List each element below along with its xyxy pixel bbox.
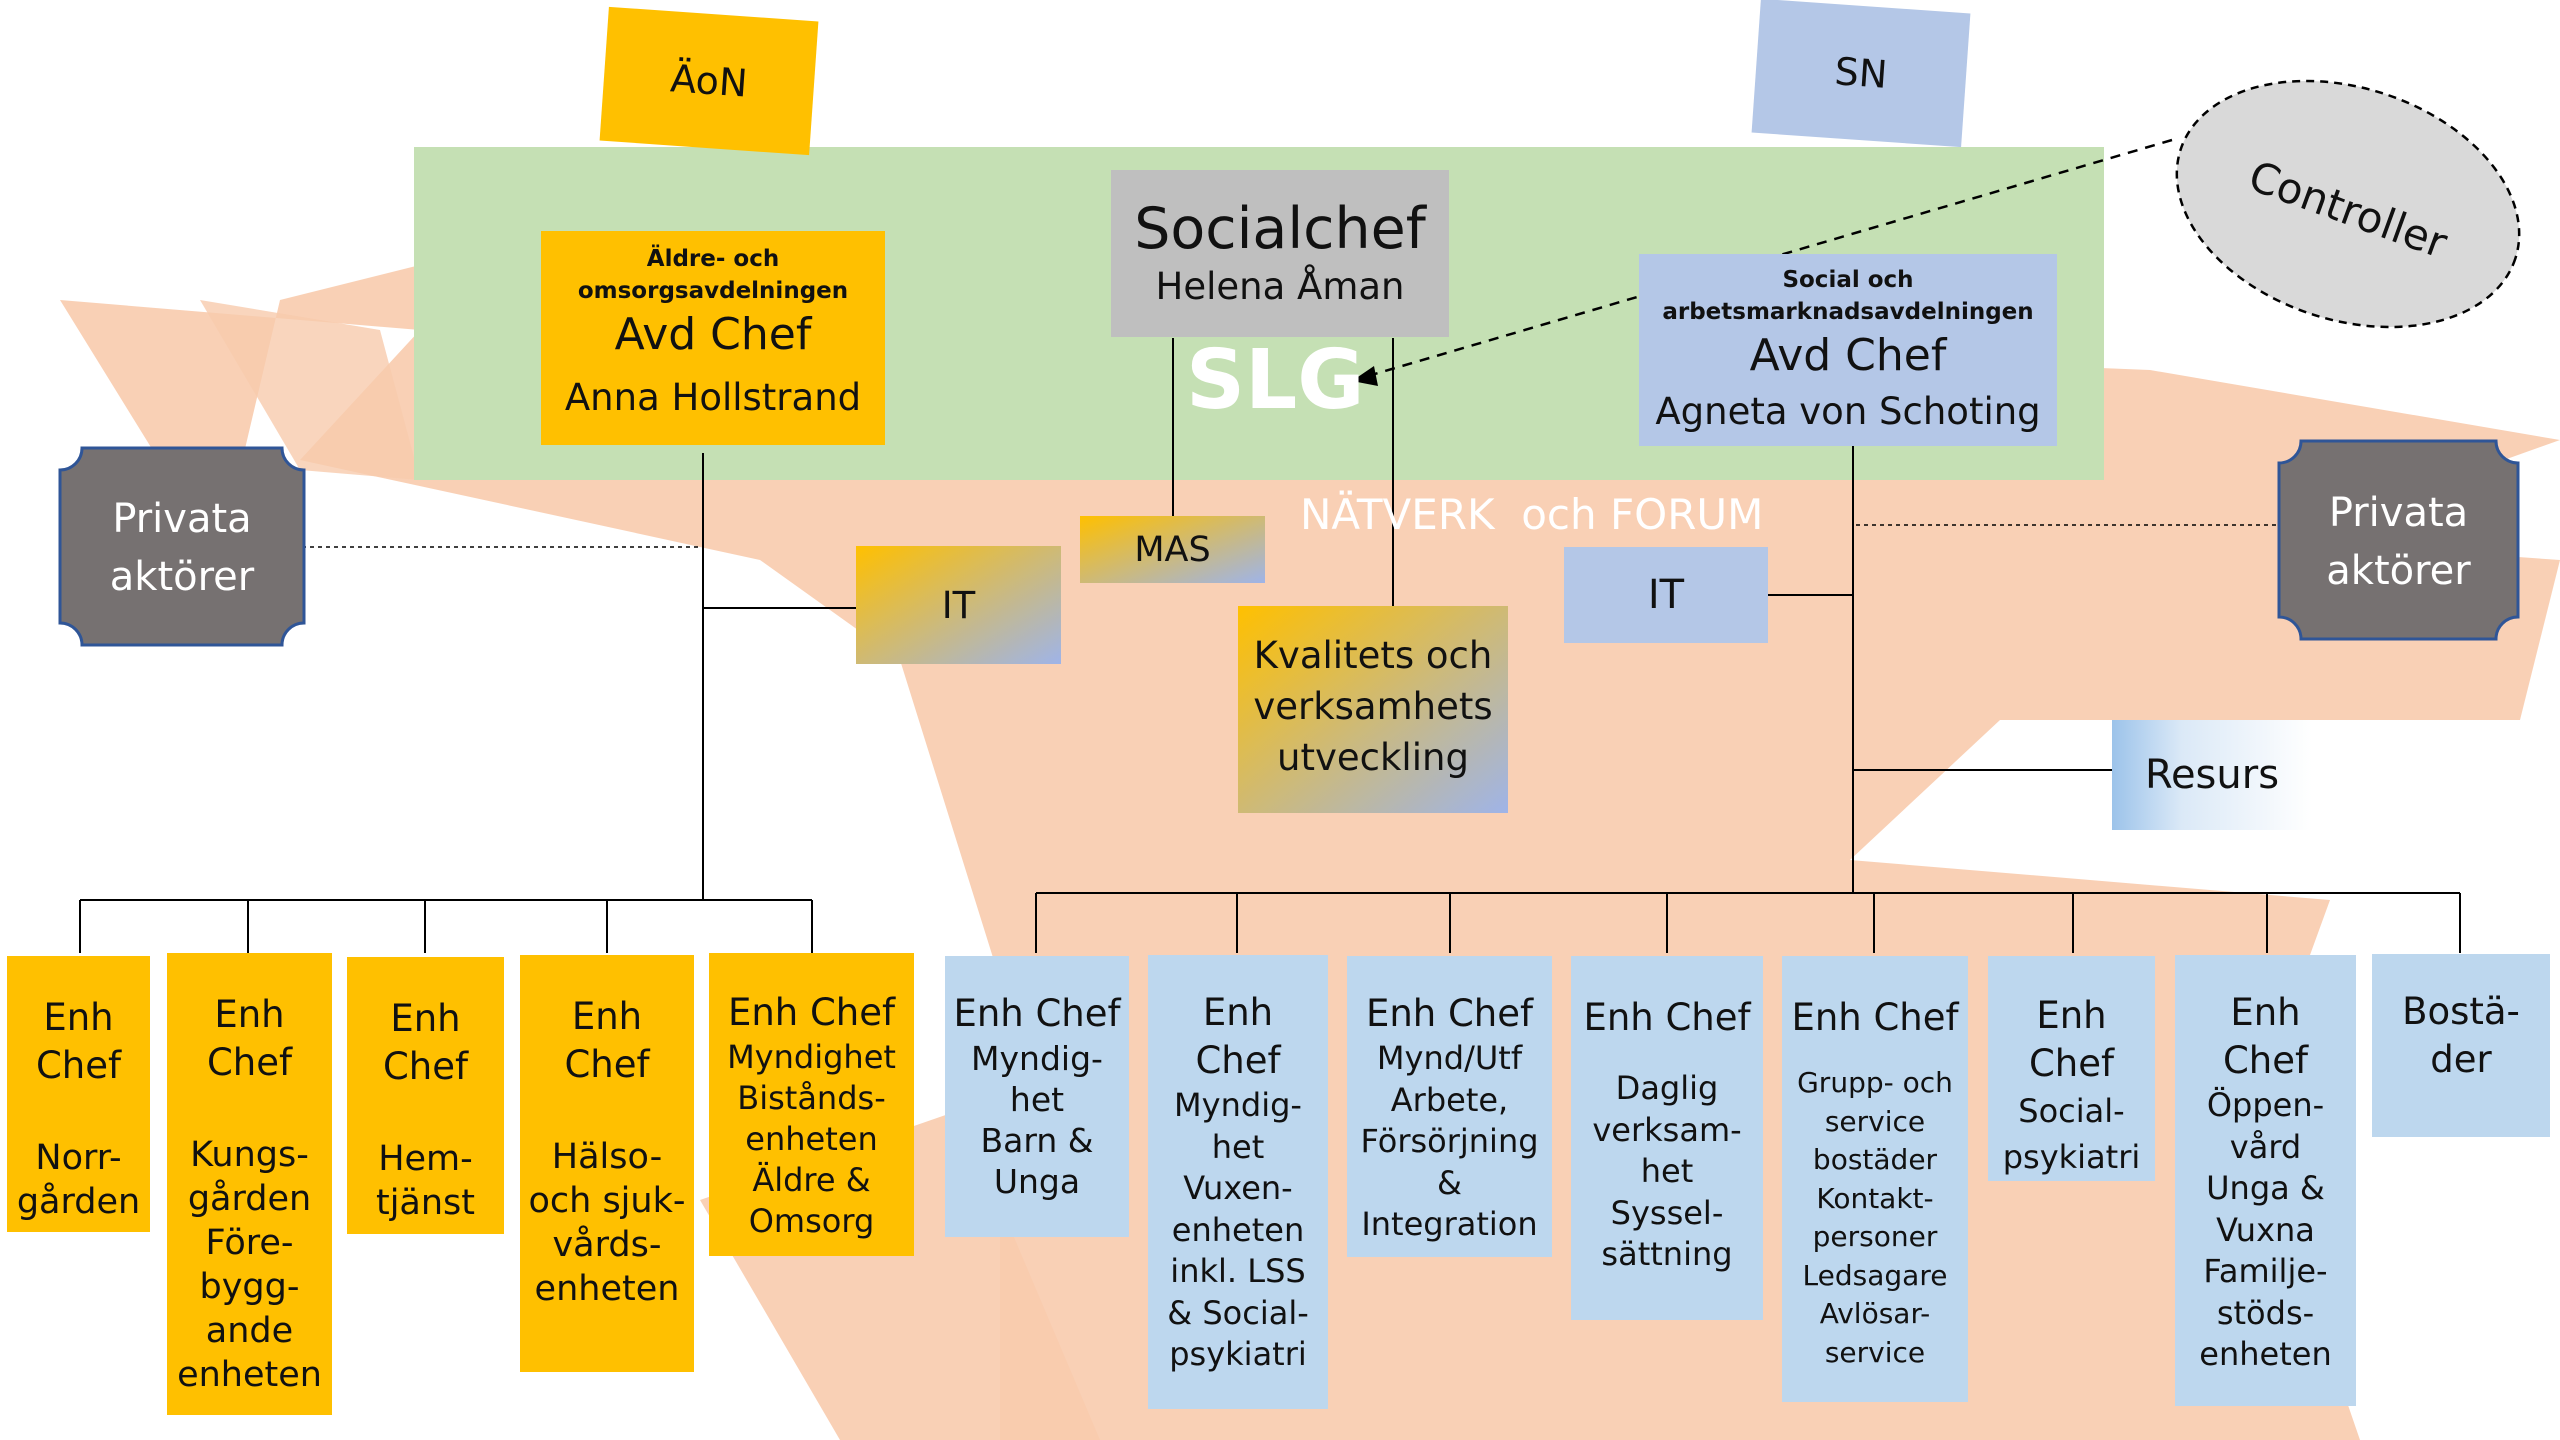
unit-body: Grupp- och service bostäder Kontakt- per… bbox=[1797, 1066, 1953, 1369]
unit-box-arbete-forsorjning: Enh Chef Mynd/Utf Arbete, Försörjning & … bbox=[1347, 956, 1552, 1257]
unit-box-vuxenenheten: Enh Chef Myndig- het Vuxen- enheten inkl… bbox=[1148, 955, 1328, 1409]
quality-fill bbox=[1238, 606, 1508, 813]
mas-box: MAS bbox=[1134, 529, 1211, 570]
left-department-role: Avd Chef bbox=[614, 309, 812, 360]
unit-head: Enh Chef bbox=[2222, 991, 2309, 1082]
unit-head: Enh Chef bbox=[2028, 994, 2115, 1085]
left-department-name: Äldre- och omsorgsavdelningen bbox=[577, 246, 849, 304]
unit-head: Enh Chef bbox=[727, 991, 896, 1034]
unit-body: Mynd/Utf Arbete, Försörjning & Integrati… bbox=[1360, 1039, 1539, 1243]
unit-box-myndighet-aldre: Enh Chef Myndighet Bistånds- enheten Äld… bbox=[709, 953, 914, 1256]
unit-body: Social- psykiatri bbox=[2002, 1092, 2141, 1176]
right-department-head-name: Agneta von Schoting bbox=[1655, 390, 2041, 433]
unit-head: Enh Chef bbox=[1365, 992, 1534, 1035]
social-chief-title: Socialchef bbox=[1134, 195, 1426, 262]
unit-head: Enh Chef bbox=[1791, 996, 1959, 1039]
unit-box-daglig-verksamhet: Enh Chef Daglig verksam- het Syssel- sät… bbox=[1571, 956, 1763, 1320]
unit-box-bostader: Bostä- der bbox=[2372, 954, 2550, 1137]
aon-label: ÄoN bbox=[599, 6, 819, 156]
slg-label: SLG bbox=[1186, 333, 1365, 428]
resurs-fill bbox=[2112, 720, 2312, 830]
private-right-plaque bbox=[2277, 439, 2520, 641]
unit-body: Norr- gården bbox=[16, 1138, 141, 1222]
unit-body: Öppen- vård Unga & Vuxna Familje- stöds-… bbox=[2199, 1086, 2332, 1373]
unit-head: Enh Chef bbox=[1195, 991, 1281, 1082]
unit-head: Enh Chef bbox=[1583, 996, 1751, 1039]
unit-body: Myndig- het Barn & Unga bbox=[971, 1039, 1103, 1201]
private-left-plaque bbox=[58, 446, 306, 647]
resurs-box: Resurs bbox=[2144, 752, 2280, 798]
private-left-label: Privata aktörer bbox=[109, 496, 255, 600]
mas-fill bbox=[1080, 516, 1265, 583]
unit-box-hemtjanst: Enh Chef Hem- tjänst bbox=[347, 957, 504, 1234]
left-department-head-name: Anna Hollstrand bbox=[564, 376, 862, 419]
unit-head: Enh Chef bbox=[35, 996, 122, 1087]
it-right-box: IT bbox=[1564, 547, 1768, 643]
left-department-box: Äldre- och omsorgsavdelningen Avd Chef A… bbox=[541, 231, 885, 445]
quality-box: Kvalitets och verksamhets utveckling bbox=[1253, 634, 1493, 779]
unit-box-gruppbostader: Enh Chef Grupp- och service bostäder Kon… bbox=[1782, 956, 1968, 1402]
unit-box-kungsgarden: Enh Chef Kungs- gården Före- bygg- ande … bbox=[167, 953, 332, 1415]
unit-body: Kungs- gården Före- bygg- ande enheten bbox=[177, 1135, 322, 1395]
it-left-box: IT bbox=[941, 583, 976, 627]
unit-head: Enh Chef bbox=[206, 993, 293, 1084]
unit-head: Enh Chef bbox=[564, 995, 650, 1086]
social-chief-name: Helena Åman bbox=[1155, 264, 1405, 308]
unit-box-socialpsykiatri: Enh Chef Social- psykiatri bbox=[1988, 956, 2155, 1181]
unit-box-halso-sjukvard: Enh Chef Hälso- och sjuk- vårds- enheten bbox=[520, 955, 694, 1372]
controller-arrow-head bbox=[1352, 366, 1378, 386]
unit-head: Enh Chef bbox=[382, 997, 469, 1088]
social-chief-box: Socialchef Helena Åman bbox=[1111, 170, 1449, 337]
unit-body: Myndighet Bistånds- enheten Äldre & Omso… bbox=[727, 1038, 896, 1240]
unit-head: Bostä- der bbox=[2402, 990, 2520, 1081]
controller-ellipse bbox=[2175, 79, 2521, 329]
right-department-role: Avd Chef bbox=[1749, 330, 1947, 381]
unit-body: Hälso- och sjuk- vårds- enheten bbox=[528, 1137, 686, 1309]
sn-label: SN bbox=[1751, 0, 1971, 148]
it-left-fill bbox=[856, 546, 1061, 664]
unit-body: Myndig- het Vuxen- enheten inkl. LSS & S… bbox=[1167, 1086, 1309, 1373]
network-label: NÄTVERK och FORUM bbox=[1300, 490, 1764, 539]
unit-box-barn-unga: Enh Chef Myndig- het Barn & Unga bbox=[945, 956, 1129, 1237]
unit-head: Enh Chef bbox=[953, 992, 1121, 1035]
right-department-name: Social och arbetsmarknadsavdelningen bbox=[1662, 267, 2034, 325]
right-department-box: Social och arbetsmarknadsavdelningen Avd… bbox=[1639, 254, 2057, 446]
unit-body: Hem- tjänst bbox=[375, 1139, 476, 1223]
private-right-label: Privata aktörer bbox=[2326, 490, 2471, 594]
unit-box-oppenvard: Enh Chef Öppen- vård Unga & Vuxna Familj… bbox=[2175, 955, 2356, 1406]
unit-box-norrgarden: Enh Chef Norr- gården bbox=[7, 956, 150, 1232]
unit-body: Daglig verksam- het Syssel- sättning bbox=[1592, 1069, 1742, 1273]
network-starburst-upper bbox=[200, 300, 420, 480]
